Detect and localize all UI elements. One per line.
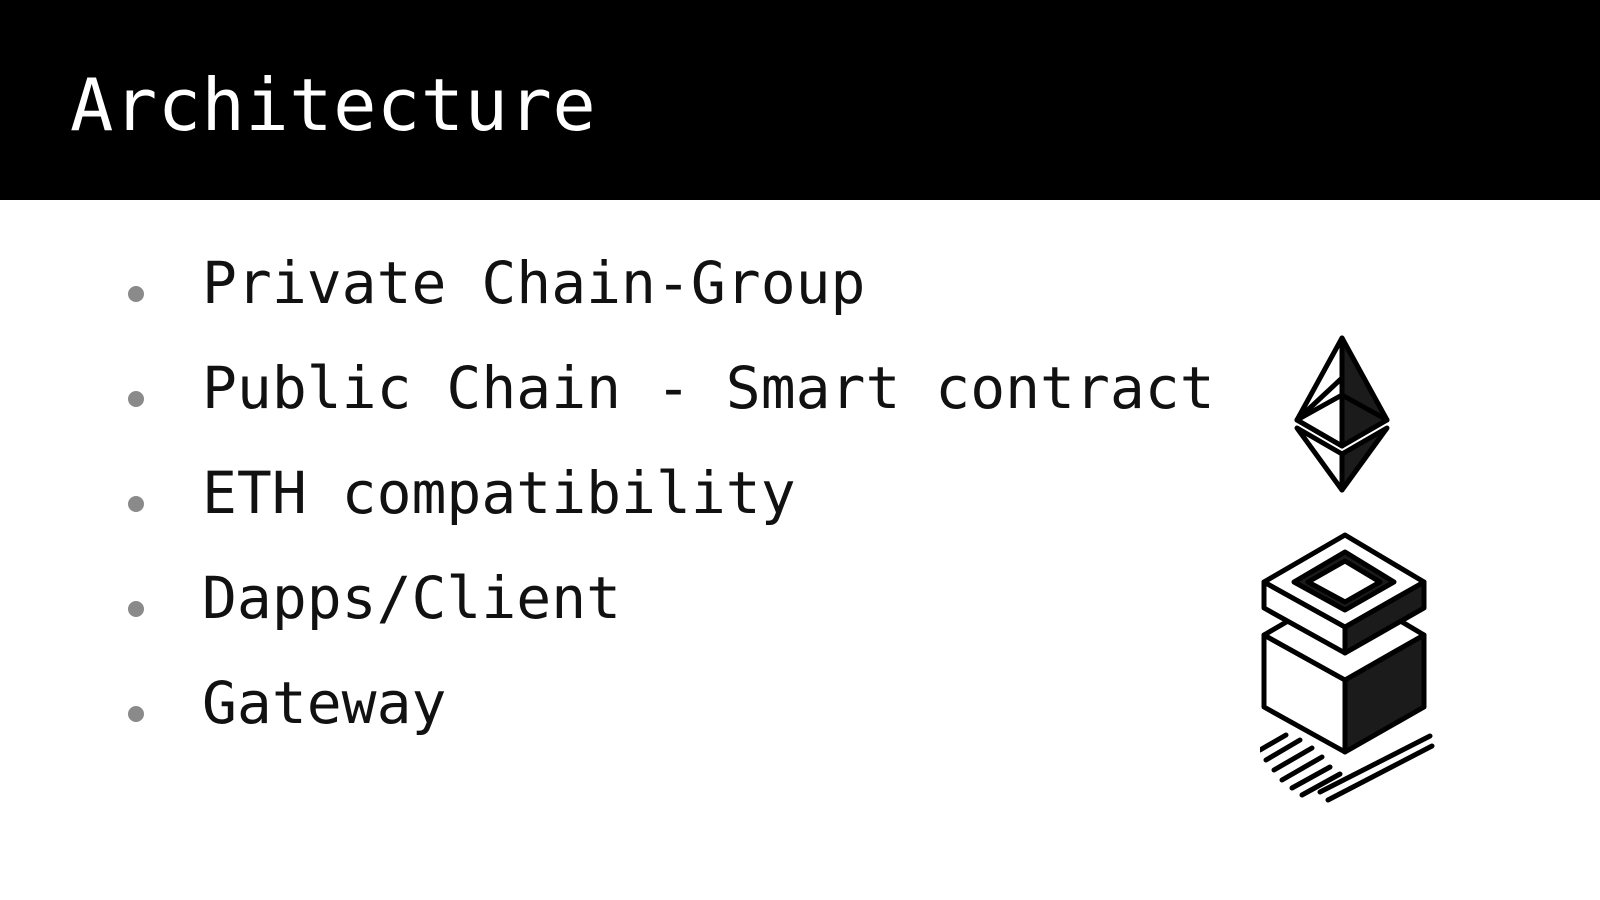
bullet-text: ETH compatibility <box>202 459 796 527</box>
illustration <box>1260 330 1460 820</box>
bullet-item: ETH compatibility <box>120 459 1215 567</box>
ethereum-icon <box>1294 335 1390 493</box>
bullet-list: Private Chain-Group Public Chain - Smart… <box>120 249 1215 777</box>
title-bar: Architecture <box>0 0 1600 200</box>
bullet-item: Public Chain - Smart contract <box>120 354 1215 462</box>
bullet-dot <box>128 601 144 617</box>
bullet-item: Dapps/Client <box>120 564 1215 672</box>
bullet-text: Public Chain - Smart contract <box>202 354 1215 422</box>
bullet-dot <box>128 286 144 302</box>
bullet-dot <box>128 496 144 512</box>
bullet-item: Private Chain-Group <box>120 249 1215 357</box>
slide-title: Architecture <box>70 63 597 147</box>
bullet-text: Gateway <box>202 669 447 737</box>
bullet-item: Gateway <box>120 669 1215 777</box>
bullet-dot <box>128 706 144 722</box>
bullet-text: Dapps/Client <box>202 564 622 632</box>
blockchain-node-icon <box>1260 532 1435 803</box>
bullet-text: Private Chain-Group <box>202 249 866 317</box>
bullet-dot <box>128 391 144 407</box>
